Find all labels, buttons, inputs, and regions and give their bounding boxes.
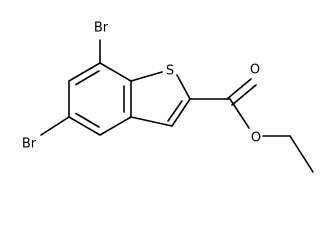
double-bond-c7-c6-inner bbox=[75, 70, 100, 86]
bond-ch2-ch3 bbox=[289, 135, 314, 173]
bond-c5-br bbox=[40, 116, 70, 136]
bond-c3-c3a bbox=[130, 116, 173, 127]
bond-c7-c7a bbox=[99, 62, 132, 82]
sulfur-label: S bbox=[166, 64, 174, 79]
bromine-label-top: Br bbox=[94, 21, 109, 36]
double-bond-c5-c4-inner bbox=[75, 112, 100, 128]
double-bond-c2-c3-inner bbox=[167, 100, 183, 122]
bromine-label-bottom: Br bbox=[22, 137, 37, 152]
structure-canvas: Br Br S O O bbox=[21, 20, 314, 173]
bond-s-c2 bbox=[176, 74, 191, 100]
carbonyl-oxygen-label: O bbox=[250, 63, 260, 78]
bond-c7a-s bbox=[130, 71, 163, 82]
molecule-structure: Br Br S O O bbox=[22, 21, 314, 173]
bond-c3a-c4 bbox=[99, 116, 132, 136]
bond-carbonyl-double-b bbox=[231, 84, 257, 106]
bond-carbonyl-carbon-ester-oxygen bbox=[229, 98, 250, 129]
bond-carbonyl-double-a bbox=[226, 78, 252, 100]
ester-oxygen-label: O bbox=[251, 131, 261, 146]
bond-c4-c5 bbox=[68, 116, 101, 136]
bond-c6-c7 bbox=[68, 62, 101, 82]
bond-c2-c3 bbox=[171, 98, 191, 127]
